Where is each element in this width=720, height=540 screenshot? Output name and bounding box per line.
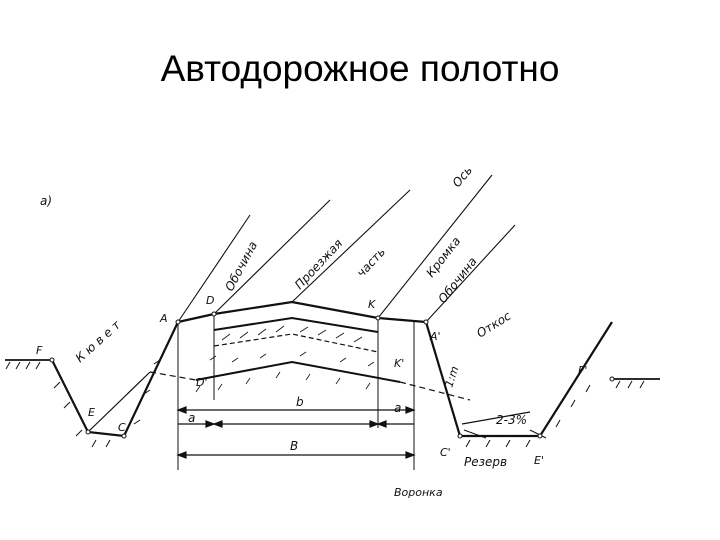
- carriageway-label: Проезжая: [292, 236, 345, 292]
- ditch-label: К ю в е т: [73, 317, 124, 365]
- point-c-label: C: [118, 421, 126, 434]
- slope-ratio-label: 1:m: [442, 365, 461, 389]
- reserve-label: Резерв: [464, 455, 507, 469]
- point-e-label: E: [88, 406, 95, 419]
- dimension-lines: [176, 406, 416, 459]
- slide-title: Автодорожное полотно: [160, 48, 560, 89]
- ground-lines: [5, 359, 660, 380]
- dim-b-label: b: [296, 395, 304, 409]
- point-f-prime-label: F': [578, 364, 587, 377]
- carriageway-label-2: часть: [354, 245, 388, 280]
- pavement-hatching: [195, 325, 375, 393]
- point-e-prime-label: E': [534, 454, 544, 467]
- point-k-label: K: [368, 298, 376, 311]
- right-slope-reserve: [424, 321, 613, 439]
- dim-a-left-label: a: [188, 411, 195, 425]
- ground-hatching: [5, 359, 645, 448]
- borrow-label: Воронка: [394, 486, 443, 499]
- point-d-label: D: [206, 294, 214, 307]
- figure-label: а): [40, 194, 52, 208]
- point-f-label: F: [36, 344, 43, 357]
- point-a-label: A: [159, 312, 168, 325]
- slope-label: Откос: [474, 309, 514, 341]
- point-k-prime-label: K': [394, 357, 404, 370]
- point-c-prime-label: C': [440, 446, 451, 459]
- left-ditch: [51, 321, 179, 438]
- dim-b-total-label: B: [290, 439, 298, 453]
- grade-label: 2-3%: [496, 413, 527, 427]
- point-d-prime-label: D': [196, 376, 208, 389]
- point-markers: [49, 311, 615, 439]
- axis-label: Ось: [450, 163, 476, 190]
- point-a-prime-label: A': [429, 330, 441, 343]
- dim-a-right-label: a: [394, 401, 401, 415]
- leader-lines: [177, 174, 516, 323]
